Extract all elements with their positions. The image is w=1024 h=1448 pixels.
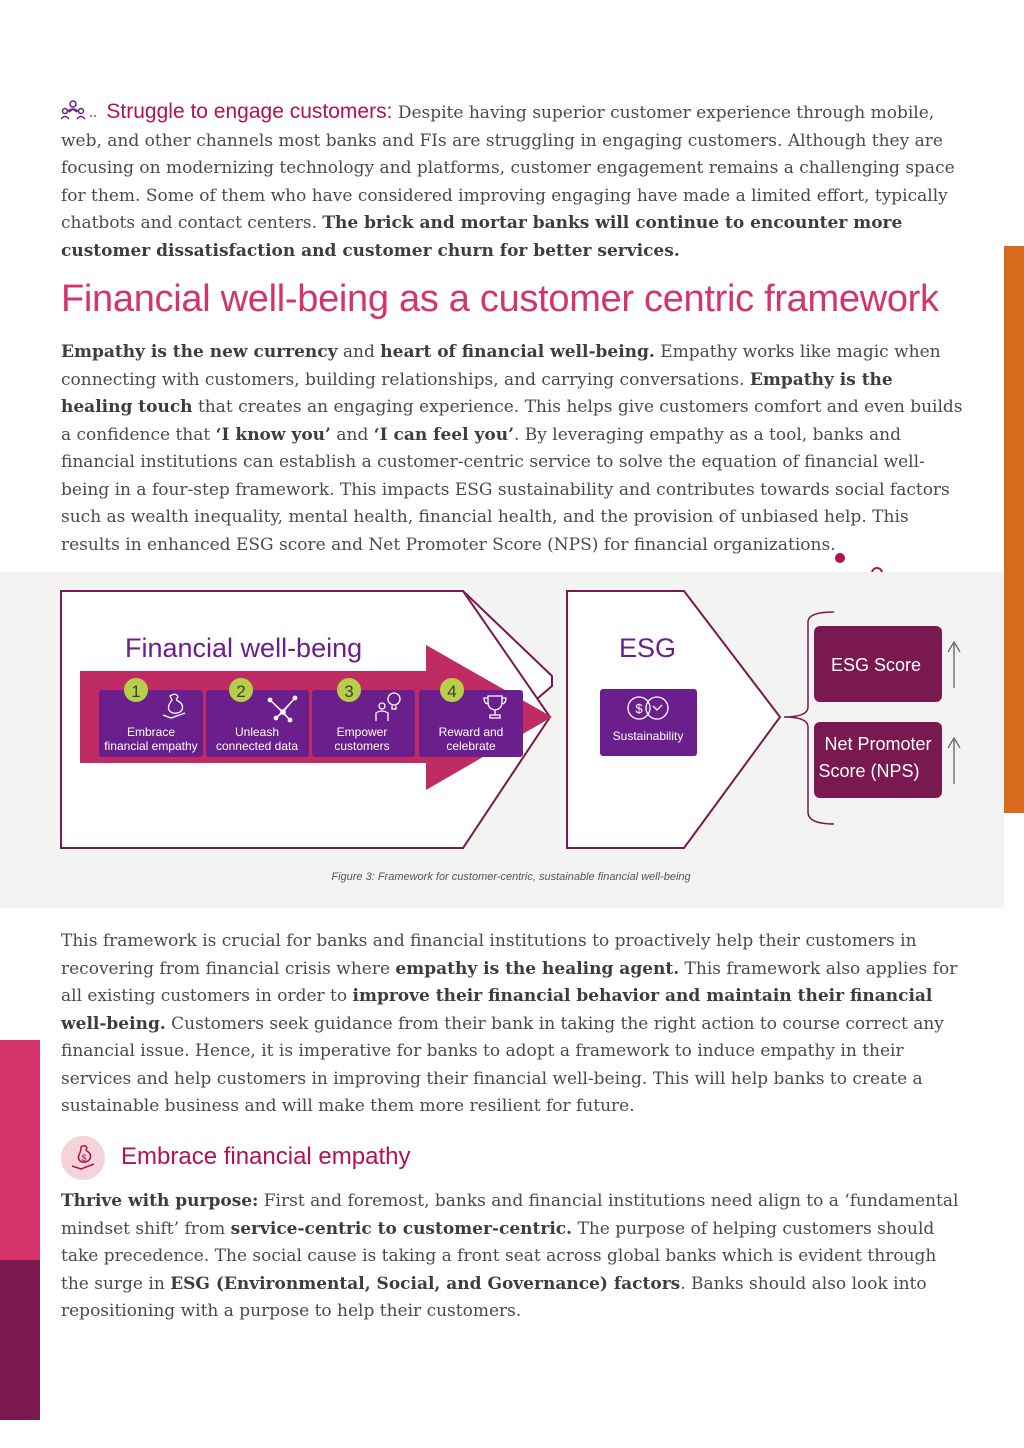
thrive-bold-1: Thrive with purpose: — [61, 1191, 259, 1211]
framework-text-1: This framework is crucial for banks and … — [61, 931, 917, 979]
step-2: 2 Unleash connected data — [206, 678, 309, 757]
step-4-line2: celebrate — [446, 739, 496, 753]
intro-bold-text: The brick and mortar banks will continue… — [61, 213, 903, 261]
step-1-line2: financial empathy — [104, 739, 197, 753]
section-heading: Financial well-being as a customer centr… — [61, 278, 939, 320]
empathy-bold-3: Empathy is the healing touch — [61, 369, 893, 418]
result-nps-line1: Net Promoter — [824, 734, 931, 754]
step-1-number: 1 — [131, 682, 140, 701]
trophy-icon — [483, 695, 507, 719]
esg-sustainability-label: Sustainability — [613, 729, 684, 743]
step-4: 4 Reward and celebrate — [419, 678, 523, 757]
empathy-text-3: that creates an engaging experience. Thi… — [61, 397, 963, 445]
step-2-line2: connected data — [216, 739, 298, 753]
empathy-text-2: Empathy works like magic when connecting… — [61, 342, 941, 390]
thrive-bold-2: service-centric to customer-centric. — [230, 1218, 573, 1239]
esg-title: ESG — [619, 633, 676, 663]
person-idea-icon — [375, 692, 401, 721]
step-4-number: 4 — [447, 682, 456, 701]
framework-text-2: This framework also applies for all exis… — [61, 958, 958, 1007]
svg-text:$: $ — [81, 1153, 86, 1163]
empathy-text-1: and — [337, 342, 381, 362]
esg-sustainability-box: $ Sustainability — [600, 689, 697, 756]
up-arrow-icon — [947, 640, 961, 688]
framework-text-3: Customers seek guidance from their bank … — [61, 1013, 944, 1117]
empathy-bold-4: ‘I know you’ — [215, 424, 331, 445]
empathy-text-5: . By leveraging empathy as a tool, banks… — [61, 424, 950, 555]
result-bracket — [783, 611, 835, 825]
empathy-bold-5: ‘I can feel you’ — [373, 424, 514, 445]
figure-caption: Figure 3: Framework for customer-centric… — [331, 871, 691, 883]
dollar-cycle-icon: $ — [627, 696, 669, 720]
side-accent-bar-pink — [0, 1040, 40, 1260]
thrive-text-1: First and foremost, banks and financial … — [61, 1191, 959, 1239]
thrive-text-2: The purpose of helping customers should … — [61, 1218, 937, 1294]
step-2-line1: Unleash — [235, 725, 279, 739]
step-4-line1: Reward and — [439, 725, 504, 739]
thrive-bold-3: ESG (Environmental, Social, and Governan… — [170, 1273, 681, 1294]
empathy-text-4: and — [330, 424, 374, 445]
thrive-text-3: . Banks should also look into reposition… — [61, 1273, 927, 1322]
step-3-line1: Empower — [337, 725, 388, 739]
side-accent-bar-orange — [1004, 246, 1024, 813]
subheading-text: Embrace financial empathy — [121, 1143, 411, 1170]
framework-paragraph: This framework is crucial for banks and … — [61, 928, 961, 1121]
step-1: 1 Embrace financial empathy — [99, 678, 203, 757]
step-3: 3 Empower customers — [312, 678, 415, 757]
money-bag-hand-icon — [162, 693, 186, 719]
result-esg-score-label: ESG Score — [831, 655, 921, 675]
network-nodes-icon — [267, 695, 298, 723]
step-2-number: 2 — [236, 682, 245, 701]
step-3-number: 3 — [344, 682, 353, 701]
thrive-paragraph: Thrive with purpose: First and foremost,… — [61, 1188, 966, 1326]
svg-text:$: $ — [635, 701, 643, 716]
fwb-title: Financial well-being — [125, 633, 362, 663]
side-accent-bar-purple — [0, 1260, 40, 1420]
result-nps: Net Promoter Score (NPS) — [814, 722, 961, 798]
intro-paragraph: Struggle to engage customers: Despite ha… — [61, 98, 961, 265]
up-arrow-icon — [947, 736, 961, 784]
intro-title: Struggle to engage customers: — [106, 100, 393, 123]
framework-bold-2: improve their financial behavior and mai… — [61, 986, 933, 1034]
money-bag-hand-icon: $ — [61, 1136, 105, 1180]
empathy-bold-1: Empathy is the new currency — [61, 342, 338, 362]
empathy-paragraph: Empathy is the new currency and heart of… — [61, 339, 966, 559]
empathy-bold-2: heart of financial well-being. — [380, 342, 655, 362]
intro-text: Despite having superior customer experie… — [61, 103, 955, 233]
people-network-icon — [61, 100, 96, 120]
framework-diagram: Financial well-being ESG 1 Embrace finan… — [60, 590, 961, 883]
framework-bold-1: empathy is the healing agent. — [395, 958, 680, 979]
result-esg-score: ESG Score — [814, 626, 961, 702]
step-1-line1: Embrace — [127, 725, 175, 739]
framework-figure: Financial well-being ESG 1 Embrace finan… — [0, 572, 1004, 908]
step-3-line2: customers — [334, 739, 389, 753]
result-nps-line2: Score (NPS) — [818, 761, 919, 781]
